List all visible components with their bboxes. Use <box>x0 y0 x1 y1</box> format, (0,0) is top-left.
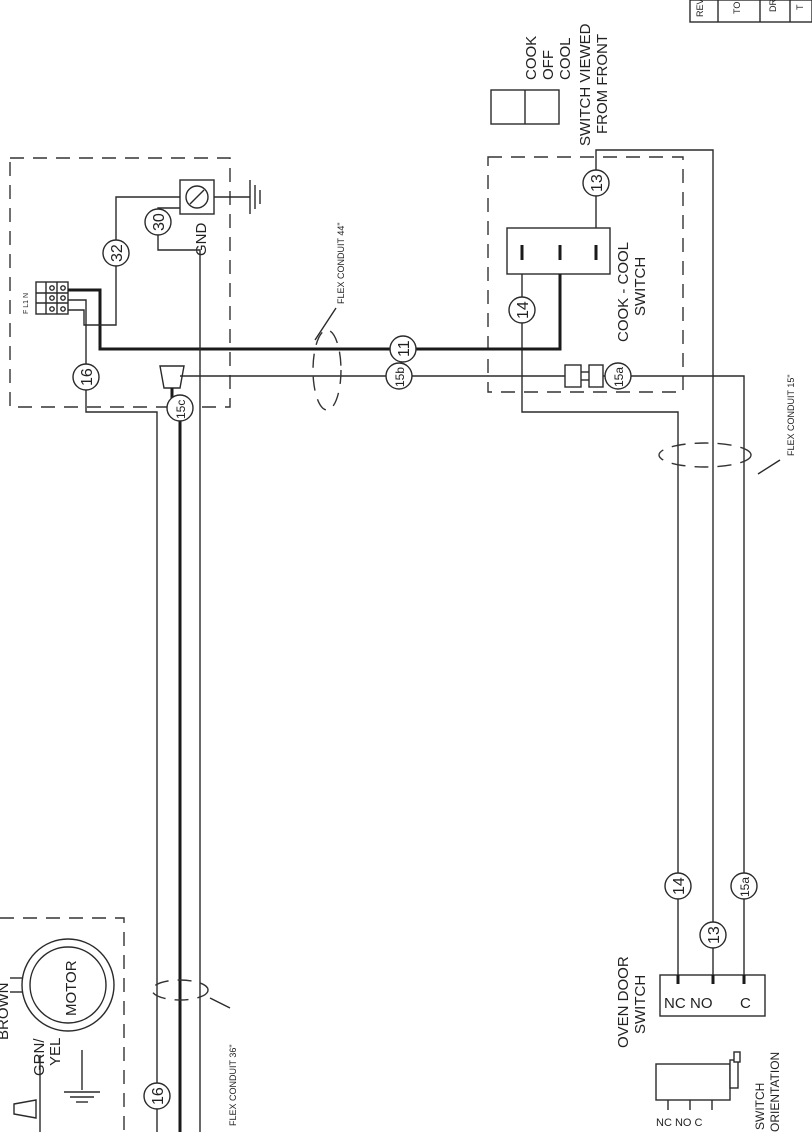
title-dr: DR <box>768 0 778 12</box>
wire-bubble-15c: 15c <box>166 394 194 422</box>
wire-bubble-16-top: 16 <box>72 363 100 391</box>
orientation-terminals: NC NO C <box>656 1117 703 1129</box>
wire-bubbles: 13 14 11 15b 15a 32 30 16 <box>72 169 758 1110</box>
wire-bubble-14-door: 14 <box>664 872 692 900</box>
svg-text:15c: 15c <box>174 400 188 419</box>
svg-text:32: 32 <box>109 244 126 262</box>
title-block: REV TO DR T <box>689 0 812 23</box>
label-cook: COOK <box>523 36 540 80</box>
svg-text:14: 14 <box>515 301 532 319</box>
cook-cool-box: COOK - COOL SWITCH <box>487 156 684 393</box>
label-cool: COOL <box>557 37 574 80</box>
switch-orientation: NC NO C SWITCH ORIENTATION <box>655 1051 782 1132</box>
wire-bubble-16-bottom: 16 <box>143 1082 171 1110</box>
label-oven-door: OVEN DOOR <box>615 956 632 1048</box>
inline-connector-icon <box>564 364 582 388</box>
label-brown: BROWN <box>0 983 12 1041</box>
label-oven-door-switch: SWITCH <box>632 975 649 1034</box>
svg-text:30: 30 <box>151 213 168 231</box>
wire-bubble-30: 30 <box>144 208 172 236</box>
junction-box: F L1 N GND <box>9 157 261 408</box>
switch-front-view: COOK OFF COOL SWITCH VIEWED FROM FRONT <box>490 23 611 146</box>
svg-text:13: 13 <box>589 174 606 192</box>
label-flex-conduit-36: FLEX CONDUIT 36" <box>228 1044 238 1126</box>
label-flex-conduit-15: FLEX CONDUIT 15" <box>786 374 796 456</box>
label-motor: MOTOR <box>63 960 80 1016</box>
svg-text:15b: 15b <box>393 367 407 387</box>
label-switch-viewed: SWITCH VIEWED <box>577 23 594 146</box>
wire-bubble-14-switch: 14 <box>508 296 536 324</box>
label-flex-conduit-44: FLEX CONDUIT 44" <box>336 222 346 304</box>
oven-door-switch: NC NO C OVEN DOOR SWITCH <box>615 956 766 1048</box>
svg-text:13: 13 <box>706 926 723 944</box>
label-gnd: GND <box>193 223 210 257</box>
wire-bubble-13-door: 13 <box>699 921 727 949</box>
flex-conduit-15-ring <box>658 442 752 468</box>
flex-conduit-44-ring <box>312 329 342 411</box>
motor-plug-icon <box>13 1099 37 1119</box>
wire-bubble-15a-door: 15a <box>730 872 758 900</box>
svg-text:14: 14 <box>671 877 688 895</box>
motor-icon <box>21 938 115 1032</box>
svg-text:16: 16 <box>79 368 96 386</box>
wire-bubble-11: 11 <box>389 335 417 363</box>
wire-bubble-32: 32 <box>102 239 130 267</box>
door-terminal-nc: NC <box>664 995 686 1012</box>
wire-bubble-15b: 15b <box>385 362 413 390</box>
door-terminal-no: NO <box>690 995 713 1012</box>
svg-text:16: 16 <box>150 1087 167 1105</box>
label-cook-cool: COOK - COOL <box>615 242 632 342</box>
label-cook-cool-switch: SWITCH <box>632 257 649 316</box>
svg-text:15a: 15a <box>738 877 752 897</box>
terminal-block-label: F L1 N <box>23 293 30 314</box>
label-orientation: ORIENTATION <box>768 1052 782 1132</box>
flex-conduits: FLEX CONDUIT 44" FLEX CONDUIT 15" FLEX C… <box>151 222 796 1126</box>
label-off: OFF <box>540 50 557 80</box>
svg-text:11: 11 <box>396 340 413 357</box>
door-terminal-c: C <box>740 995 751 1012</box>
title-to: TO <box>732 2 742 14</box>
orientation-switch-icon <box>655 1063 731 1101</box>
motor-box: MOTOR BROWN GRN/ YEL <box>0 917 125 1132</box>
title-rev: REV <box>695 0 705 17</box>
flex-conduit-36-ring <box>151 979 209 1001</box>
label-from-front: FROM FRONT <box>594 34 611 134</box>
wire-bubble-15a-top: 15a <box>604 362 632 390</box>
wire-bubble-13-top: 13 <box>582 169 610 197</box>
label-switch: SWITCH <box>753 1083 767 1130</box>
svg-text:15a: 15a <box>612 367 626 387</box>
title-t: T <box>795 4 805 10</box>
plug-connector-icon <box>159 365 185 389</box>
label-yel: YEL <box>47 1038 64 1066</box>
